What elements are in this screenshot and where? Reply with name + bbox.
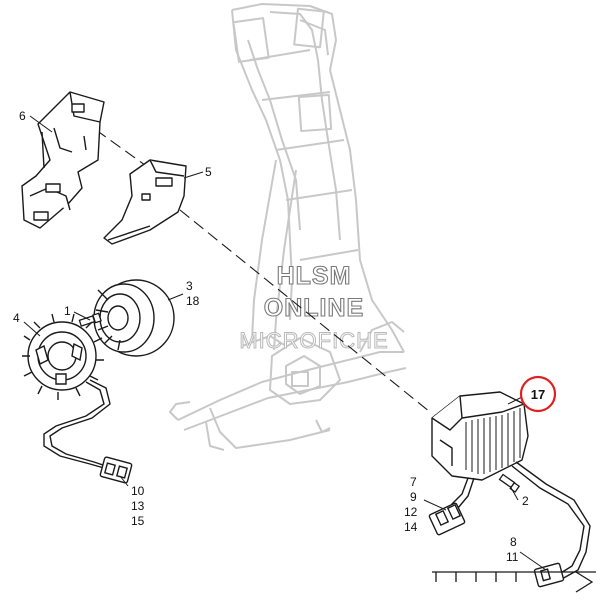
callout-4: 4 (13, 311, 20, 325)
callout-18: 18 (186, 294, 200, 308)
callout-12: 12 (404, 505, 418, 519)
callout-8: 8 (510, 535, 517, 549)
motorcycle-frame (169, 3, 407, 451)
callout-5: 5 (205, 165, 212, 179)
watermark: HLSM ONLINE MICROFICHE (239, 261, 388, 353)
callout-10: 10 (131, 484, 145, 498)
stator-wire (43, 379, 111, 469)
callouts: 6 5 3 18 1 4 10 13 15 7 9 12 14 2 8 11 (13, 109, 529, 564)
callout-17: 17 (531, 387, 545, 402)
rotor (93, 279, 175, 357)
regulator-screw (498, 473, 521, 493)
callout-15: 15 (131, 514, 145, 528)
callout-2: 2 (522, 494, 529, 508)
highlight-ring (519, 375, 557, 413)
assembly-line (95, 129, 431, 413)
stator-connector (99, 456, 133, 484)
callout-11: 11 (506, 550, 519, 564)
highlighted-callout-17[interactable]: 17 (519, 375, 557, 413)
regulator-connector-b (533, 562, 565, 588)
mounting-plate (103, 159, 187, 245)
callout-6: 6 (19, 109, 26, 123)
scale-ruler (432, 571, 596, 593)
callout-7: 7 (410, 475, 417, 489)
regulator-fins (465, 408, 521, 474)
mounting-bracket (21, 91, 105, 229)
watermark-line1: HLSM (277, 262, 352, 290)
watermark-line3: MICROFICHE (239, 328, 388, 353)
callout-3: 3 (186, 279, 193, 293)
stator (22, 313, 104, 400)
callout-14: 14 (404, 520, 418, 534)
callout-9: 9 (410, 490, 417, 504)
callout-1: 1 (64, 304, 71, 318)
regulator-connector-a (428, 502, 466, 536)
voltage-regulator (431, 391, 529, 481)
callout-13: 13 (131, 499, 145, 513)
